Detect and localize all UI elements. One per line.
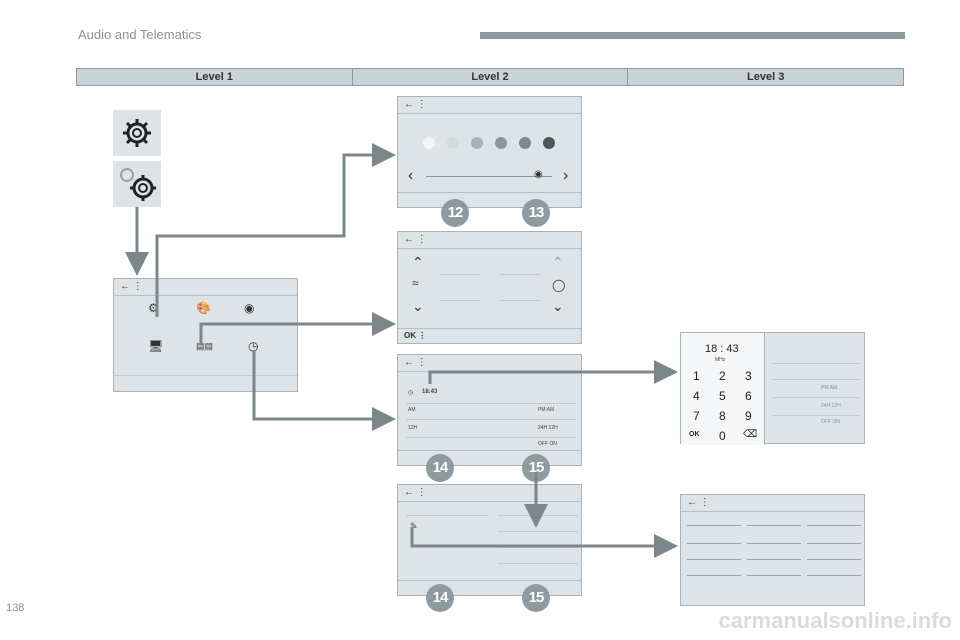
key-ok[interactable]: OK xyxy=(689,431,700,438)
key[interactable]: 7 xyxy=(693,409,700,423)
hat-icon: ◯ xyxy=(552,278,566,292)
level-header-row: Level 1 Level 2 Level 3 xyxy=(76,68,904,86)
edit-screen: ← ⋮ ✎ xyxy=(397,484,582,596)
wave-icon: ≈ xyxy=(412,276,419,290)
chevron-left-icon[interactable]: ‹ xyxy=(408,167,414,184)
bottom-bar xyxy=(398,580,581,595)
theme-swatch[interactable] xyxy=(423,137,435,149)
level-3-heading: Level 3 xyxy=(747,71,785,83)
theme-swatch[interactable] xyxy=(495,137,507,149)
back-arrow-icon[interactable]: ← ⋮ xyxy=(120,281,143,292)
settings-multi-tile[interactable] xyxy=(113,161,161,207)
key[interactable]: 4 xyxy=(693,389,700,403)
level-1-heading: Level 1 xyxy=(77,69,353,85)
callout-badge: 15 xyxy=(522,584,550,612)
palette-icon[interactable]: 🎨 xyxy=(196,301,211,315)
theme-swatch[interactable] xyxy=(543,137,555,149)
back-arrow-icon[interactable]: ← ⋮ xyxy=(404,357,427,368)
theme-swatch[interactable] xyxy=(447,137,459,149)
gears-icon xyxy=(120,168,156,201)
header-bar xyxy=(480,32,905,39)
callout-badge: 13 xyxy=(522,199,550,227)
theme-screen: ← ⋮ ‹ ◉ › xyxy=(397,96,582,208)
top-bar: ← ⋮ xyxy=(681,495,864,512)
chevron-down-icon[interactable]: ⌄ xyxy=(412,298,424,314)
key[interactable]: 8 xyxy=(719,409,726,423)
chevron-right-icon[interactable]: › xyxy=(563,167,569,184)
pm-am-toggle[interactable]: PM AM xyxy=(538,407,555,413)
clock-icon: ◷ xyxy=(408,390,414,396)
level-2-heading: Level 2 xyxy=(353,69,629,85)
pm-am-toggle[interactable]: PM AM xyxy=(821,385,838,391)
list-screen: ← ⋮ xyxy=(680,494,865,606)
section-title: Audio and Telematics xyxy=(78,27,202,42)
24h-12h-toggle[interactable]: 24H 12H xyxy=(538,425,558,431)
chevron-up-icon[interactable]: ⌃ xyxy=(552,254,564,270)
back-arrow-icon[interactable]: ← ⋮ xyxy=(404,487,427,498)
24h-12h-toggle[interactable]: 24H 12H xyxy=(821,403,841,409)
page-number: 138 xyxy=(6,602,25,614)
monitor-icon[interactable]: 🖥 xyxy=(148,339,164,353)
off-on-toggle[interactable]: OFF ON xyxy=(821,419,840,425)
back-arrow-icon[interactable]: ← ⋮ xyxy=(404,234,427,245)
back-arrow-icon[interactable]: ← ⋮ xyxy=(404,99,427,110)
keypad-unit: MHz xyxy=(715,357,726,363)
bottom-bar xyxy=(398,450,581,465)
chevron-up-icon[interactable]: ⌃ xyxy=(412,254,424,270)
key[interactable]: 2 xyxy=(719,369,726,383)
12h-label: 12H xyxy=(408,425,418,431)
key[interactable]: 5 xyxy=(719,389,726,403)
ok-button[interactable]: OK xyxy=(404,331,416,340)
settings-tile[interactable] xyxy=(113,110,161,156)
units-screen: ← ⋮ ⌃ ≈ ⌄ ⌃ ◯ ⌄ OK ⋮ xyxy=(397,231,582,344)
key[interactable]: 6 xyxy=(745,389,752,403)
theme-swatch[interactable] xyxy=(471,137,483,149)
top-bar: ← ⋮ xyxy=(398,232,581,249)
bottom-bar xyxy=(398,192,581,207)
units-icon[interactable]: ◉ xyxy=(244,301,255,315)
settings-menu-screen: ← ⋮ ⚙ 🎨 ◉ 🖥 ▤▤ ◷ xyxy=(113,278,299,392)
keypad-screen: 18 : 43 MHz 1 2 3 4 5 6 7 8 9 OK 0 ⌫ PM … xyxy=(680,332,865,445)
pencil-icon[interactable]: ✎ xyxy=(410,521,418,531)
target-icon[interactable]: ◉ xyxy=(534,169,543,180)
bottom-bar: OK ⋮ xyxy=(398,328,581,343)
key[interactable]: 9 xyxy=(745,409,752,423)
key[interactable]: 1 xyxy=(693,369,700,383)
gear-icon xyxy=(123,119,151,147)
am-label: AM xyxy=(408,407,416,413)
callout-badge: 12 xyxy=(441,199,469,227)
callout-badge: 14 xyxy=(426,454,454,482)
time-value[interactable]: 18:43 xyxy=(422,389,438,395)
units-icon[interactable]: ▤▤ xyxy=(196,341,214,351)
key[interactable]: 3 xyxy=(745,369,752,383)
backspace-icon[interactable]: ⌫ xyxy=(743,429,758,440)
callout-badge: 14 xyxy=(426,584,454,612)
chevron-down-icon[interactable]: ⌄ xyxy=(552,298,564,314)
off-on-toggle[interactable]: OFF ON xyxy=(538,441,557,447)
gear-icon[interactable]: ⚙ xyxy=(148,301,159,315)
keypad-panel: 18 : 43 MHz 1 2 3 4 5 6 7 8 9 OK 0 ⌫ xyxy=(681,333,765,445)
top-bar: ← ⋮ xyxy=(398,97,581,114)
theme-swatch[interactable] xyxy=(519,137,531,149)
top-bar: ← ⋮ xyxy=(398,485,581,502)
clock-icon[interactable]: ◷ xyxy=(248,339,259,353)
callout-badge: 15 xyxy=(522,454,550,482)
footer-watermark: carmanualsonline.info xyxy=(718,608,953,633)
back-arrow-icon[interactable]: ← ⋮ xyxy=(687,497,710,508)
keypad-time: 18 : 43 xyxy=(705,343,739,355)
key[interactable]: 0 xyxy=(719,429,726,443)
top-bar: ← ⋮ xyxy=(114,279,297,296)
